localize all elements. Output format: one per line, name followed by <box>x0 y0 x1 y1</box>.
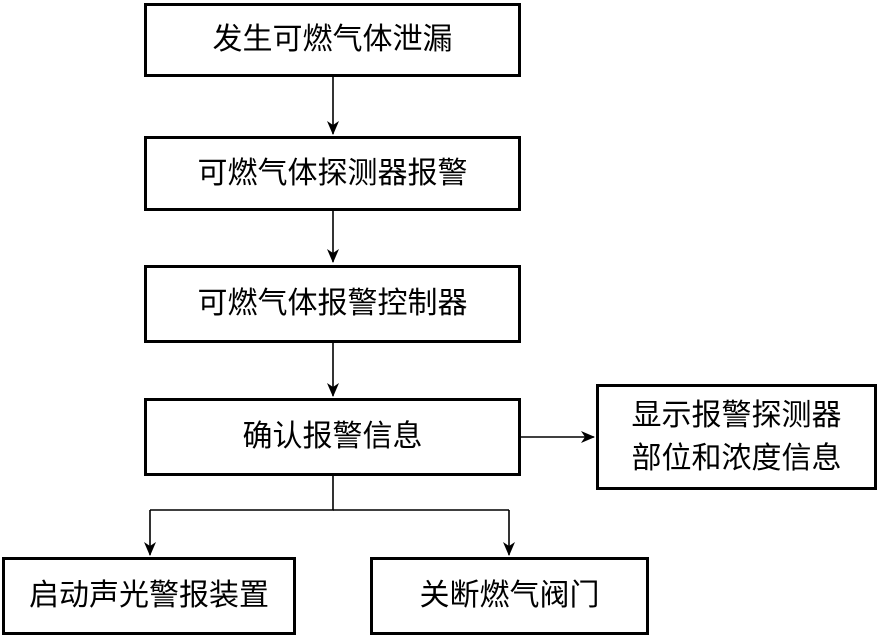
flow-node-display-info: 显示报警探测器 部位和浓度信息 <box>596 384 877 490</box>
flow-node-label-line1: 显示报警探测器 <box>631 397 842 433</box>
branch-line <box>150 475 334 511</box>
flow-node-confirm-alarm: 确认报警信息 <box>144 398 521 476</box>
flow-node-label-line2: 部位和浓度信息 <box>631 441 842 476</box>
flow-node-label: 发生可燃气体泄漏 <box>212 22 453 58</box>
flow-node-label: 可燃气体报警控制器 <box>197 286 468 322</box>
flow-node-label: 可燃气体探测器报警 <box>197 155 468 191</box>
flow-node-label: 确认报警信息 <box>242 419 423 455</box>
flow-node-label: 启动声光警报装置 <box>29 578 269 614</box>
flow-node-detector-alarm: 可燃气体探测器报警 <box>144 136 521 211</box>
flow-node-gas-leak: 发生可燃气体泄漏 <box>144 3 521 77</box>
flow-node-alarm-controller: 可燃气体报警控制器 <box>144 265 521 343</box>
flow-node-close-gas-valve: 关断燃气阀门 <box>370 557 649 635</box>
flow-node-start-alarm-device: 启动声光警报装置 <box>2 557 296 635</box>
flow-node-label: 关断燃气阀门 <box>419 578 600 614</box>
